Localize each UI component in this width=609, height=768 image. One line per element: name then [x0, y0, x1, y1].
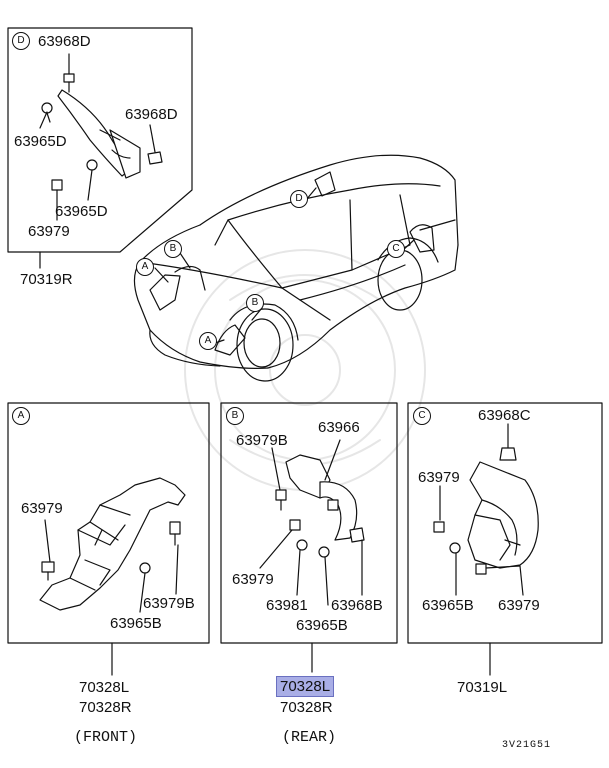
clip-63968d-right	[147, 151, 163, 165]
caption-rear: (REAR)	[282, 729, 337, 746]
car-badge-b-front: B	[164, 240, 182, 258]
inset-d-badge: D	[12, 32, 30, 50]
clip-63979b-a	[169, 521, 181, 546]
panel-c-badge: C	[413, 407, 431, 425]
clip-63979-c1	[433, 521, 445, 533]
clip-63979-c2	[475, 563, 487, 575]
part-63965d-bottom[interactable]: 63965D	[55, 203, 108, 220]
part-63979-b[interactable]: 63979	[232, 571, 274, 588]
screw-63965b-a	[139, 562, 151, 574]
part-63968c[interactable]: 63968C	[478, 407, 531, 424]
part-63979-c2[interactable]: 63979	[498, 597, 540, 614]
clip-63979-d	[51, 179, 63, 221]
part-63968d-top[interactable]: 63968D	[38, 33, 91, 50]
screw-63965b-b	[318, 546, 330, 558]
panel-b-badge: B	[226, 407, 244, 425]
panel-b-frame	[220, 402, 398, 644]
part-63965b-a[interactable]: 63965B	[110, 615, 162, 632]
part-63965b-b[interactable]: 63965B	[296, 617, 348, 634]
part-63966[interactable]: 63966	[318, 419, 360, 436]
front-liner-part	[39, 477, 186, 611]
assembly-70328l-front[interactable]: 70328L	[79, 679, 130, 696]
part-63965b-c[interactable]: 63965B	[422, 597, 474, 614]
clip-63979b-b	[275, 489, 287, 511]
part-63979-a[interactable]: 63979	[21, 500, 63, 517]
clip-63979-b	[289, 519, 301, 531]
car-badge-a-wheel: A	[199, 332, 217, 350]
garnish-part	[57, 89, 141, 179]
car-badge-d: D	[290, 190, 308, 208]
rear-liner-c-part	[467, 461, 539, 569]
assembly-70328r-rear[interactable]: 70328R	[280, 699, 333, 716]
assembly-70319l[interactable]: 70319L	[457, 679, 508, 696]
car-badge-a-front: A	[136, 258, 154, 276]
part-63968b[interactable]: 63968B	[331, 597, 383, 614]
panel-a-frame	[7, 402, 210, 644]
assembly-70328l-rear-selected[interactable]: 70328L	[276, 676, 335, 697]
part-63965d-left[interactable]: 63965D	[14, 133, 67, 150]
assembly-70328r-front[interactable]: 70328R	[79, 699, 132, 716]
caption-front: (FRONT)	[74, 729, 138, 746]
assembly-70319r[interactable]: 70319R	[20, 271, 73, 288]
part-63981[interactable]: 63981	[266, 597, 308, 614]
rear-liner-part	[285, 454, 365, 543]
part-63979b-b[interactable]: 63979B	[236, 432, 288, 449]
clip-63979-a	[41, 561, 55, 581]
panel-a-badge: A	[12, 407, 30, 425]
clip-63968d-top	[63, 73, 75, 93]
clip-63968c	[499, 447, 517, 461]
screw-63981	[296, 539, 308, 551]
part-63968d-right[interactable]: 63968D	[125, 106, 178, 123]
car-badge-c: C	[387, 240, 405, 258]
screw-63965b-c	[449, 542, 461, 554]
part-63979-c1[interactable]: 63979	[418, 469, 460, 486]
figure-code: 3V21G51	[502, 740, 552, 751]
part-63979-d[interactable]: 63979	[28, 223, 70, 240]
inset-d-frame	[7, 27, 193, 253]
part-63979b-a[interactable]: 63979B	[143, 595, 195, 612]
screw-63965d-mid	[86, 159, 98, 171]
car-badge-b-wheel: B	[246, 294, 264, 312]
panel-c-frame	[407, 402, 603, 644]
vehicle-outline	[133, 154, 459, 382]
